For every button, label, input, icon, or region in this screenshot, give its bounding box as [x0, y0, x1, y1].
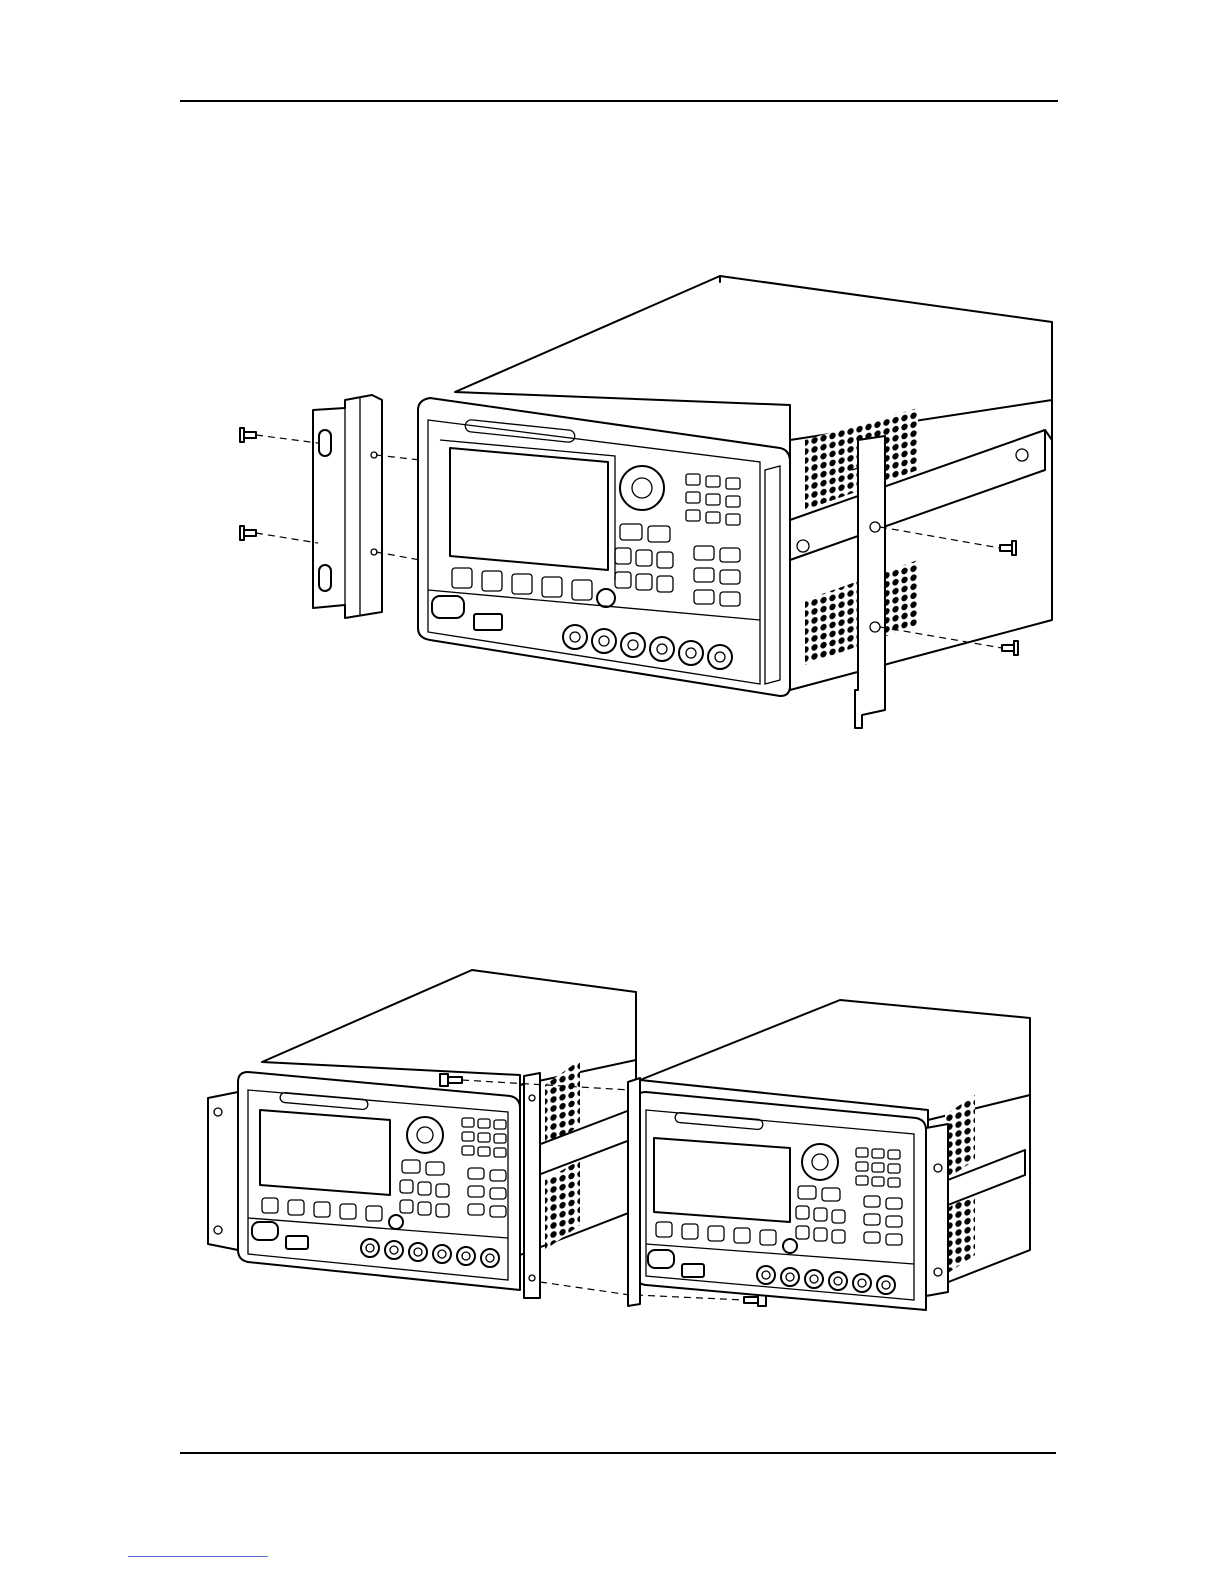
footer-rule [180, 1452, 1056, 1454]
footer-link-underline[interactable] [128, 1556, 268, 1557]
two-units-joined-rack-illustration [0, 0, 1224, 1400]
